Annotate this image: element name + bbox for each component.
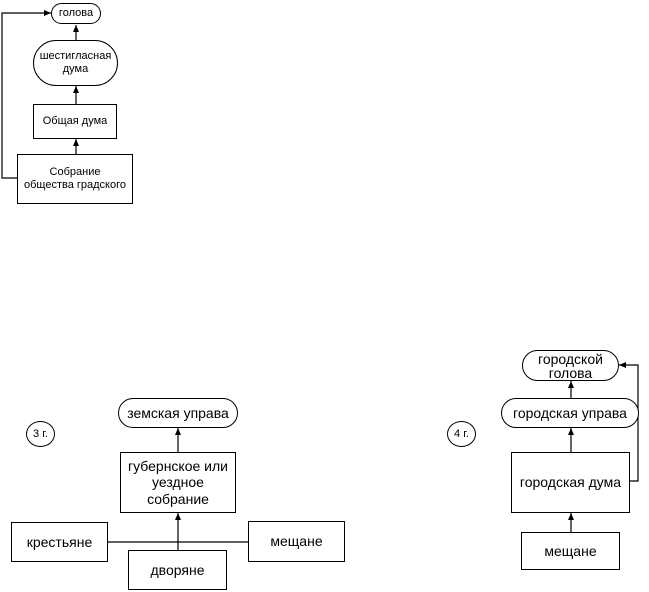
nobles-node: дворяне bbox=[128, 550, 227, 590]
townspeople-label-4: мещане bbox=[544, 542, 597, 559]
six-voice-duma-node: шестигласная дума bbox=[33, 40, 118, 86]
diagram-3-number-badge: 3 г. bbox=[26, 421, 55, 447]
society-assembly-node: Собрание общества градского bbox=[17, 154, 133, 204]
arrow-city-duma-to-city-head bbox=[619, 362, 639, 482]
city-duma-label: городская дума bbox=[519, 474, 622, 491]
general-duma-node: Общая дума bbox=[33, 104, 117, 139]
city-duma-node: городская дума bbox=[511, 452, 630, 513]
diagram-3-number: 3 г. bbox=[33, 427, 48, 440]
city-board-node: городская управа bbox=[501, 398, 639, 428]
arrow-assembly-to-head bbox=[1, 10, 51, 179]
peasants-label: крестьяне bbox=[26, 533, 93, 550]
society-assembly-label: Собрание общества градского bbox=[24, 166, 127, 191]
general-duma-label: Общая дума bbox=[42, 115, 108, 128]
six-voice-duma-label: шестигласная дума bbox=[39, 50, 112, 75]
city-head-label: городской голова bbox=[538, 350, 603, 381]
zemstvo-board-node: земская управа bbox=[118, 398, 238, 428]
city-head-node: городской голова bbox=[522, 350, 619, 381]
townspeople-label-3: мещане bbox=[270, 533, 323, 550]
zemstvo-board-label: земская управа bbox=[127, 404, 229, 421]
city-board-label: городская управа bbox=[513, 404, 627, 421]
diagram-4-number: 4 г. bbox=[454, 427, 469, 440]
diagram-4-number-badge: 4 г. bbox=[447, 421, 476, 447]
head-label: голова bbox=[58, 7, 94, 20]
provincial-assembly-label: губернское или уездное собрание bbox=[128, 458, 228, 507]
townspeople-node-4: мещане bbox=[521, 532, 620, 570]
peasants-node: крестьяне bbox=[11, 522, 108, 562]
provincial-assembly-node: губернское или уездное собрание bbox=[120, 452, 236, 513]
nobles-label: дворяне bbox=[150, 561, 205, 578]
head-node: голова bbox=[51, 3, 101, 24]
townspeople-node-3: мещане bbox=[248, 521, 345, 562]
